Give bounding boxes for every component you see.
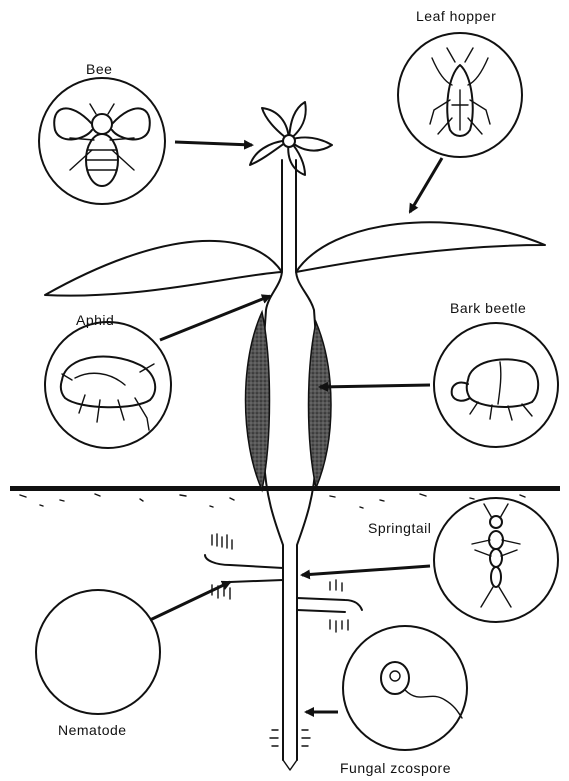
leaf-hopper-label: Leaf hopper xyxy=(416,8,496,24)
bark-beetle-label: Bark beetle xyxy=(450,300,526,316)
arrow-nematode-to-root xyxy=(150,582,230,620)
left-leaf xyxy=(45,241,282,296)
right-leaf xyxy=(296,222,545,272)
springtail-label: Springtail xyxy=(368,520,431,536)
bee-label: Bee xyxy=(86,61,112,77)
flower xyxy=(250,102,332,175)
nematode-label: Nematode xyxy=(58,722,127,738)
fungal-zoospore-label: Fungal zcospore xyxy=(340,760,451,776)
arrow-barkbeetle-to-stem xyxy=(320,385,430,387)
bark-beetle-circle xyxy=(434,323,558,447)
aphid-label: Aphid xyxy=(76,312,114,328)
arrow-leafhopper-to-leaf xyxy=(410,158,442,212)
arrow-springtail-to-root xyxy=(302,566,430,575)
arrow-bee-to-flower xyxy=(175,142,252,145)
left-stem-lesion xyxy=(246,312,270,490)
aphid-circle xyxy=(45,322,171,448)
right-stem-lesion xyxy=(309,322,332,488)
plant-stem xyxy=(263,160,318,760)
nematode-circle xyxy=(36,590,160,714)
